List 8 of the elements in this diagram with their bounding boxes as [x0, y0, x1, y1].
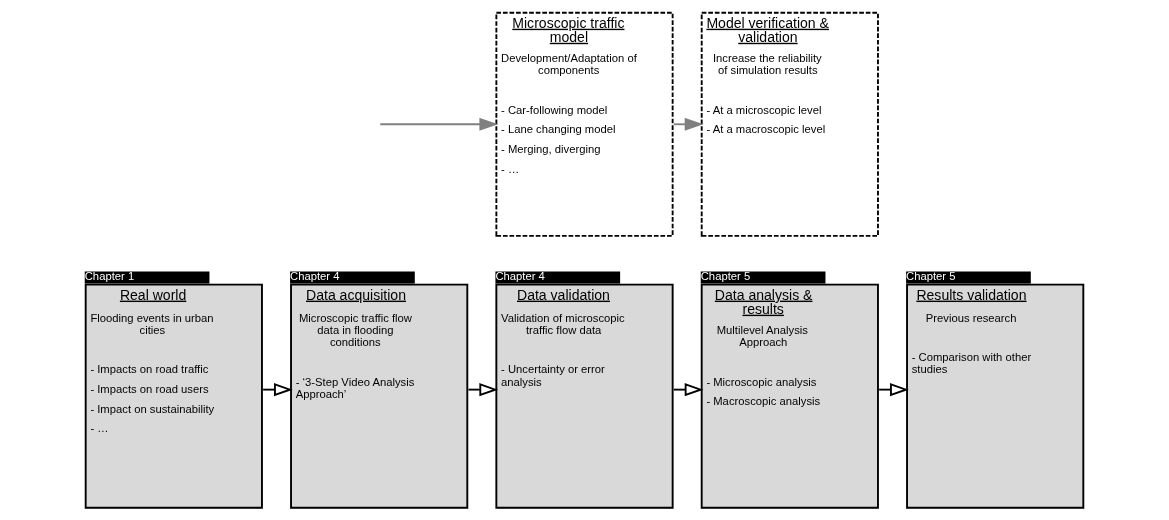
- node-box: Model verification & validation Increase the reliability of simulation results - At a microscopic level - At a macroscopic level: [700, 11, 879, 237]
- arrow: [262, 383, 293, 397]
- arrow: [672, 383, 704, 397]
- arrow: [672, 117, 704, 131]
- arrow: [467, 383, 499, 397]
- node-box: Microscopic traffic model Development/Adaptation of components - Car-following model - Lane changing model - Merging, diverging - …: [495, 11, 674, 237]
- arrow: [379, 117, 499, 131]
- arrow: [878, 383, 909, 397]
